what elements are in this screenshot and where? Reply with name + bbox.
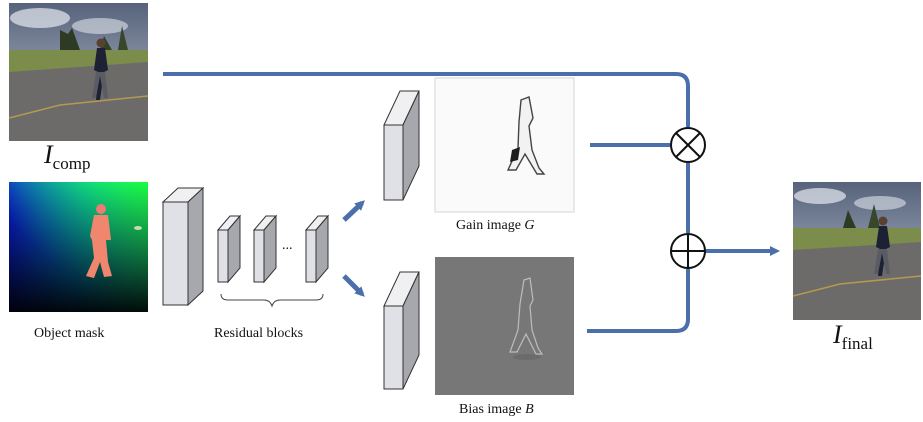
bias-to-add-line bbox=[587, 269, 690, 333]
bias-image-label: Bias image B bbox=[459, 402, 534, 418]
residual-blocks-brace bbox=[220, 293, 324, 308]
final-subscript: final bbox=[841, 334, 873, 353]
gain-head-block bbox=[383, 90, 420, 201]
bias-image-variable: B bbox=[525, 402, 534, 417]
skip-connection-line bbox=[163, 72, 690, 127]
final-image-label: Ifinal bbox=[833, 320, 873, 354]
bias-image bbox=[435, 257, 574, 395]
final-symbol: I bbox=[833, 320, 842, 349]
residual-block-1 bbox=[216, 214, 242, 284]
composite-symbol: I bbox=[44, 140, 53, 169]
composite-image-label: Icomp bbox=[44, 140, 90, 174]
object-mask-image bbox=[9, 182, 148, 312]
add-operator-icon bbox=[670, 233, 706, 269]
bias-image-text: Bias image bbox=[459, 402, 526, 417]
residual-blocks-text: Residual blocks bbox=[214, 326, 304, 341]
encoder-block bbox=[161, 186, 205, 307]
object-mask-label: Object mask bbox=[34, 326, 105, 341]
residual-blocks-label: Residual blocks bbox=[214, 326, 303, 342]
composite-image bbox=[9, 3, 148, 141]
gain-image-text: Gain image bbox=[456, 218, 525, 233]
residual-block-3 bbox=[304, 214, 330, 284]
arrow-to-gain-head bbox=[342, 200, 365, 222]
multiply-operator-icon bbox=[670, 127, 706, 163]
residual-block-2 bbox=[252, 214, 278, 284]
arrow-to-bias-head bbox=[342, 274, 365, 297]
composite-subscript: comp bbox=[52, 154, 91, 173]
bias-head-block bbox=[383, 271, 420, 390]
gain-image-label: Gain image G bbox=[456, 218, 535, 234]
gain-image-variable: G bbox=[524, 218, 535, 233]
final-image bbox=[793, 182, 921, 320]
ellipsis-label: ... bbox=[282, 238, 293, 253]
gain-image bbox=[434, 77, 575, 213]
